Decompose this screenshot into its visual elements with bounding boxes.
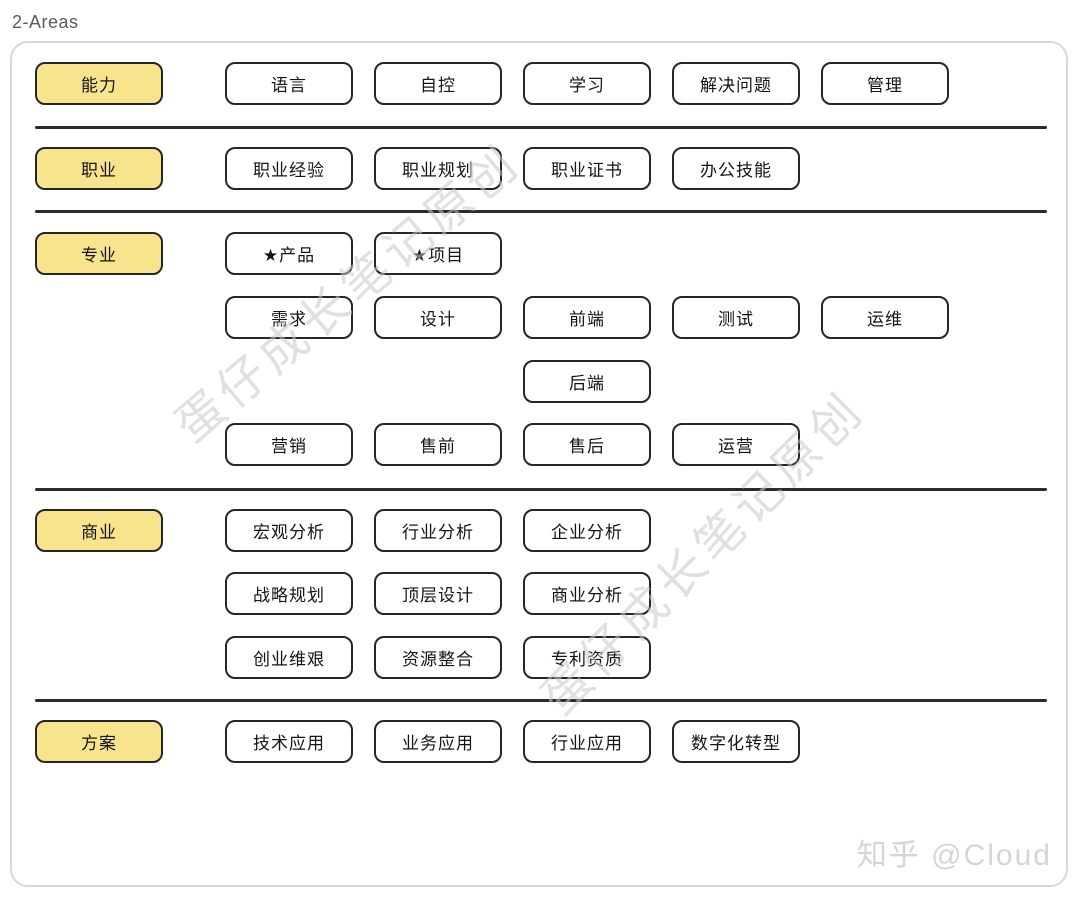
section-row: 战略规划 顶层设计 商业分析	[225, 572, 651, 615]
category-box: 专业	[35, 232, 163, 275]
item-box: 技术应用	[225, 720, 353, 763]
item-box: 营销	[225, 423, 353, 466]
item-box: 创业维艰	[225, 636, 353, 679]
page-title: 2-Areas	[12, 12, 79, 32]
section-row: 需求 设计 前端 测试 运维	[225, 296, 949, 339]
item-box: 企业分析	[523, 509, 651, 552]
section-row: 职业 职业经验 职业规划 职业证书 办公技能	[35, 147, 800, 190]
item-box: ★产品	[225, 232, 353, 275]
item-box: 售前	[374, 423, 502, 466]
item-box: 商业分析	[523, 572, 651, 615]
section-row: 专业 ★产品 ★项目	[35, 232, 502, 275]
item-box: 业务应用	[374, 720, 502, 763]
section-row: 营销 售前 售后 运营	[225, 423, 800, 466]
item-box: ★项目	[374, 232, 502, 275]
item-box: 前端	[523, 296, 651, 339]
category-box: 商业	[35, 509, 163, 552]
section-row: 后端	[523, 360, 651, 403]
item-box: 办公技能	[672, 147, 800, 190]
diagram-board: 能力 语言 自控 学习 解决问题 管理 职业 职业经验 职业规划 职业证书 办公…	[10, 41, 1068, 887]
item-box: 管理	[821, 62, 949, 105]
item-box: 运维	[821, 296, 949, 339]
item-box: 数字化转型	[672, 720, 800, 763]
item-box: 解决问题	[672, 62, 800, 105]
section-divider	[35, 210, 1047, 213]
section-divider	[35, 699, 1047, 702]
section-row: 创业维艰 资源整合 专利资质	[225, 636, 651, 679]
item-box: 自控	[374, 62, 502, 105]
item-box: 资源整合	[374, 636, 502, 679]
section-divider	[35, 488, 1047, 491]
item-box: 职业经验	[225, 147, 353, 190]
item-box: 需求	[225, 296, 353, 339]
item-box: 战略规划	[225, 572, 353, 615]
item-box: 专利资质	[523, 636, 651, 679]
section-row: 方案 技术应用 业务应用 行业应用 数字化转型	[35, 720, 800, 763]
item-box: 顶层设计	[374, 572, 502, 615]
item-box: 职业规划	[374, 147, 502, 190]
section-divider	[35, 126, 1047, 129]
item-box: 后端	[523, 360, 651, 403]
item-box: 测试	[672, 296, 800, 339]
category-box: 职业	[35, 147, 163, 190]
item-box: 设计	[374, 296, 502, 339]
item-box: 学习	[523, 62, 651, 105]
category-box: 能力	[35, 62, 163, 105]
item-box: 宏观分析	[225, 509, 353, 552]
item-box: 语言	[225, 62, 353, 105]
category-box: 方案	[35, 720, 163, 763]
item-box: 职业证书	[523, 147, 651, 190]
item-box: 行业分析	[374, 509, 502, 552]
item-box: 售后	[523, 423, 651, 466]
item-box: 运营	[672, 423, 800, 466]
section-row: 商业 宏观分析 行业分析 企业分析	[35, 509, 651, 552]
item-box: 行业应用	[523, 720, 651, 763]
section-row: 能力 语言 自控 学习 解决问题 管理	[35, 62, 949, 105]
